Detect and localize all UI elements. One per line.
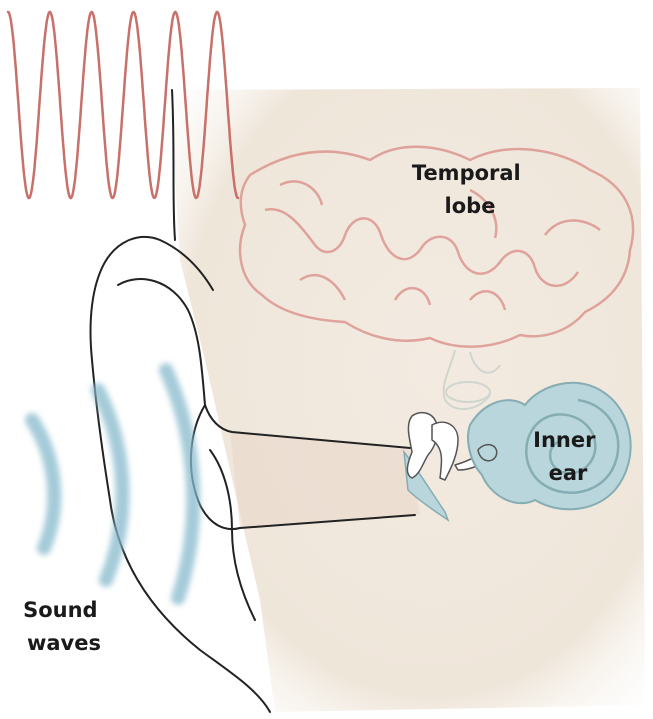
- sound-waves-label: Sound waves: [23, 598, 105, 655]
- sound-waves: [32, 370, 193, 598]
